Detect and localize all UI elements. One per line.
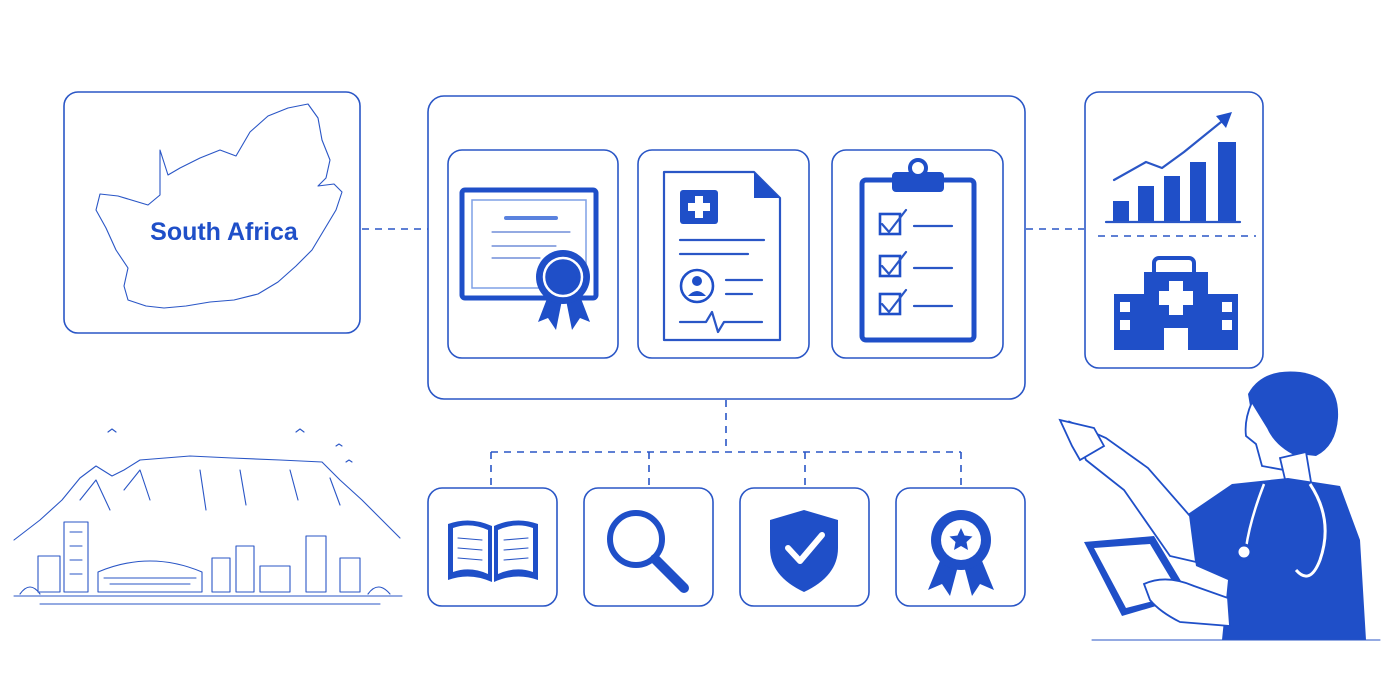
cape-town-skyline	[13, 428, 403, 605]
knowledge-card	[427, 487, 558, 607]
outcome-card	[1084, 91, 1264, 369]
award-badge-icon	[928, 510, 994, 596]
medical-record-card	[637, 149, 810, 359]
medical-record-icon	[662, 170, 782, 342]
open-book-icon	[448, 520, 538, 582]
checklist-clipboard-icon	[859, 158, 977, 343]
credential-group	[427, 95, 1026, 400]
accreditation-card	[895, 487, 1026, 607]
connectors	[362, 228, 1084, 486]
south-africa-map-card: South Africa	[63, 91, 361, 334]
south-africa-outline	[95, 103, 343, 309]
hospital-icon	[1114, 256, 1238, 350]
doctor-with-tablet	[1058, 371, 1381, 641]
checklist-card	[831, 149, 1004, 359]
shield-check-icon	[770, 510, 838, 592]
magnifier-icon	[607, 510, 689, 593]
country-label: South Africa	[150, 218, 299, 246]
certificate-card	[447, 149, 619, 359]
growth-chart-icon	[1104, 112, 1242, 224]
process-row	[427, 487, 1026, 607]
verification-card	[739, 487, 870, 607]
certificate-icon	[459, 187, 599, 330]
review-card	[583, 487, 714, 607]
